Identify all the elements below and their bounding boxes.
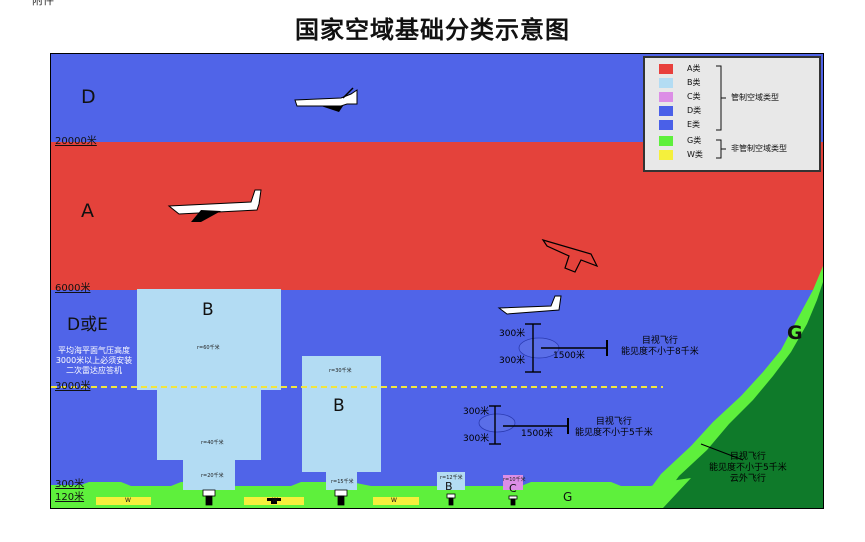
- vfr-lower-horizontal: 1500米: [521, 429, 553, 439]
- vfr-lower-text: 目视飞行 能见度不小于5千米: [575, 417, 653, 439]
- b-small-zone: [437, 472, 465, 490]
- vfr-g-line: 目视飞行: [729, 452, 766, 462]
- radar-note-line: 二次雷达应答机: [66, 366, 122, 375]
- legend-swatch: [659, 136, 673, 146]
- cloud-icon: [478, 413, 516, 433]
- b-large-zone: [137, 289, 281, 490]
- g-pointer-arrow: [700, 443, 744, 461]
- radius-label: r=10千米: [503, 477, 526, 483]
- fighter-jet-icon: [541, 238, 599, 273]
- g-terrain-dark: [656, 282, 823, 508]
- altitude-20000m: 20000米: [55, 136, 97, 147]
- legend-brackets: [716, 65, 726, 159]
- legend-swatch: [659, 78, 673, 88]
- legend-swatch: [659, 64, 673, 74]
- b-medium-zone: [302, 356, 381, 490]
- vfr-lower-above: 300米: [463, 407, 490, 417]
- corner-label: 附件: [32, 0, 54, 7]
- page-title: 国家空域基础分类示意图: [295, 16, 570, 44]
- legend-box: A类 B类 C类 D类 E类 G类 W类 管制空域类型 非管制空域类型: [643, 56, 821, 172]
- zone-label-b-medium: B: [333, 396, 345, 416]
- vfr-lower-line: 能见度不小于5千米: [575, 428, 653, 438]
- w-zone-3: [373, 497, 419, 505]
- vfr-g-text: 目视飞行 能见度不小于5千米 云外飞行: [709, 452, 787, 485]
- space-shuttle-icon: [294, 87, 358, 112]
- zone-label-d: D: [81, 86, 96, 108]
- vfr-upper-text: 目视飞行 能见度不小于8千米: [621, 336, 699, 358]
- airport-tower-icon: [508, 495, 518, 506]
- zone-label-g-right: G: [787, 322, 803, 344]
- vfr-lower-line: 目视飞行: [595, 417, 632, 427]
- radar-note-line: 3000米以上必须安装: [55, 356, 133, 365]
- legend-swatch: [659, 150, 673, 160]
- zone-label-d-or-e: D或E: [67, 315, 108, 335]
- radar-note: 平均海平面气压高度 3000米以上必须安装 二次雷达应答机: [53, 346, 135, 376]
- c-small-zone: [503, 475, 523, 490]
- drone-icon: [267, 498, 281, 504]
- legend-swatch: [659, 106, 673, 116]
- altitude-120m: 120米: [55, 492, 85, 503]
- radius-label: r=60千米: [197, 345, 220, 351]
- vfr-upper-line: 目视飞行: [641, 336, 678, 346]
- radius-label: r=30千米: [329, 368, 352, 374]
- zone-label-g-ground: G: [563, 490, 573, 504]
- zone-label-w: W: [272, 497, 278, 504]
- airport-tower-icon: [202, 489, 216, 506]
- legend-controlled-label: 管制空域类型: [731, 93, 779, 102]
- w-zone-1: [96, 497, 151, 505]
- airliner-icon: [167, 189, 262, 222]
- airport-tower-icon: [334, 489, 348, 506]
- radius-label: r=20千米: [201, 473, 224, 479]
- radius-label: r=40千米: [201, 440, 224, 446]
- legend-uncontrolled-label: 非管制空域类型: [731, 144, 787, 153]
- vfr-g-line: 能见度不小于5千米: [709, 463, 787, 473]
- vfr-upper-line: 能见度不小于8千米: [621, 347, 699, 357]
- zone-label-a: A: [81, 200, 94, 222]
- airspace-diagram: D A D或E B B B C G G W W W 20000米 6000米 3…: [50, 53, 824, 509]
- legend-items: A类 B类 C类 D类 E类 G类 W类: [659, 62, 729, 166]
- radius-label: r=15千米: [331, 479, 354, 485]
- radar-note-line: 平均海平面气压高度: [58, 346, 130, 355]
- vfr-upper-below: 300米: [499, 356, 526, 366]
- zone-label-w: W: [391, 497, 397, 504]
- vfr-upper-horizontal: 1500米: [553, 351, 585, 361]
- legend-swatch: [659, 92, 673, 102]
- zone-label-b-large: B: [202, 300, 214, 320]
- zone-label-c: C: [509, 482, 517, 495]
- vfr-g-line: 云外飞行: [729, 474, 766, 484]
- vfr-upper-above: 300米: [499, 329, 526, 339]
- vfr-lower-below: 300米: [463, 434, 490, 444]
- altitude-6000m: 6000米: [55, 283, 91, 294]
- zone-label-b-small: B: [445, 480, 453, 493]
- legend-swatch: [659, 120, 673, 130]
- airliner-icon: [497, 295, 562, 315]
- radius-label: r=12千米: [440, 475, 463, 481]
- airport-tower-icon: [446, 493, 456, 506]
- zone-label-w: W: [125, 497, 131, 504]
- altitude-3000m: 3000米: [55, 381, 91, 392]
- altitude-300m: 300米: [55, 479, 85, 490]
